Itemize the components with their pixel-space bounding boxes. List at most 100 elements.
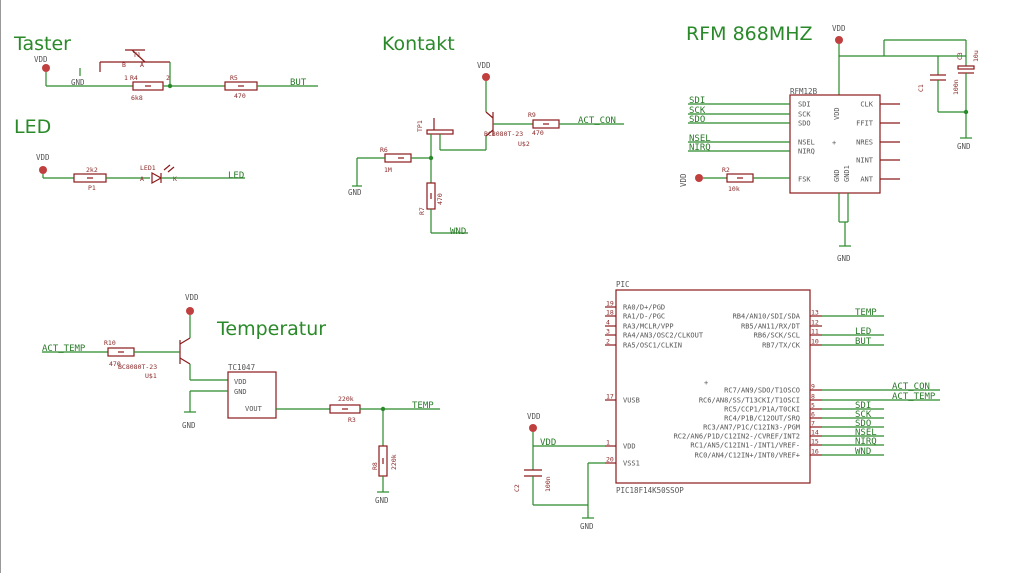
pic-pin-num-16: 16 [811, 448, 819, 456]
svg-text:GND: GND [348, 188, 362, 197]
svg-text:GND: GND [375, 496, 389, 505]
pic-pin-8: RC6/AN8/SS/T13CKI/T1OSCI [699, 397, 800, 405]
net-act-temp: ACT_TEMP [42, 344, 86, 354]
net-act-con: ACT_CON [578, 116, 616, 126]
pic-pin-num-2: 2 [606, 338, 610, 346]
rfm-pin-ant: ANT [860, 176, 873, 184]
pic-pin-num-4: 4 [606, 319, 610, 327]
pic-pin-num-20: 20 [606, 456, 614, 464]
svg-text:GND: GND [837, 254, 851, 263]
t2-name: U$2 [518, 140, 530, 148]
switch-name: T1 [133, 51, 141, 59]
p1-name: P1 [88, 184, 96, 192]
net-vdd-pic: VDD [540, 438, 556, 448]
net-rfm-nsel: NSEL [689, 134, 711, 144]
r4-pin1: 1 [124, 74, 128, 82]
c1-value: 100n [952, 79, 960, 95]
t1-type: BC8080T-23 [118, 363, 157, 371]
pic-pin-5: RC5/CCP1/P1A/T0CKI [724, 406, 800, 414]
taster-section: Taster VDD T1 A B GND R4 6k8 1 2 R5 470 … [13, 33, 318, 102]
c3-value: 10u [972, 50, 980, 62]
switch-pin-b: B [122, 61, 126, 69]
net-pic-act-con: ACT_CON [892, 382, 930, 392]
pic-chip [615, 289, 811, 484]
pic-pin-num-11: 11 [811, 328, 819, 336]
pic-pin-num-5: 5 [811, 402, 815, 410]
pic-pin-num-19: 19 [606, 300, 614, 308]
pic-pin-num-3: 3 [606, 328, 610, 336]
r3-value: 220k [338, 395, 354, 403]
r5-name: R5 [230, 74, 238, 82]
svg-text:VDD: VDD [527, 412, 541, 421]
net-pic-sck: SCK [855, 410, 872, 420]
r4-pin2: 2 [166, 74, 170, 82]
pic-pin-19: RA0/D+/PGD [623, 304, 665, 312]
r4-value: 6k8 [131, 94, 143, 102]
net-pic-nirq: NIRQ [855, 437, 877, 447]
net-pic-temp: TEMP [855, 308, 877, 318]
rfm-pin-fsk: FSK [798, 176, 811, 184]
r9-name: R9 [528, 111, 536, 119]
svg-text:+: + [704, 379, 708, 387]
pic-pin-num-1: 1 [606, 439, 610, 447]
pic-pin-7: RC3/AN7/P1C/C12IN3-/PGM [703, 424, 800, 432]
title-taster: Taster [13, 33, 71, 55]
pic-pin-18: RA1/D-/PGC [623, 313, 665, 321]
t2-type: BC8080T-23 [484, 130, 523, 138]
pic-pin-num-17: 17 [606, 393, 614, 401]
svg-text:GND: GND [957, 142, 971, 151]
rfm-pin-nsel: NSEL [798, 139, 815, 147]
net-pic-nsel: NSEL [855, 428, 877, 438]
rfm-pin-ffit: FFIT [856, 120, 874, 128]
pic-pin-num-14: 14 [811, 429, 819, 437]
rfm-chip [789, 94, 881, 194]
vdd-label: VDD [34, 55, 48, 64]
pic-pin-10: RB7/TX/CK [762, 342, 801, 350]
r6-name: R6 [380, 146, 388, 154]
pic-part: PIC18F14K50SSOP [616, 486, 684, 495]
net-rfm-sdi: SDI [689, 96, 705, 106]
r2-name: R2 [722, 166, 730, 174]
net-rfm-sck: SCK [689, 106, 706, 116]
led-pin-k: K [173, 175, 177, 183]
net-rfm-sdo: SDO [689, 115, 705, 125]
net-pic-led: LED [855, 327, 871, 337]
ic-name: TC1047 [228, 363, 255, 372]
r4-name: R4 [130, 74, 138, 82]
rfm-pin-sdo: SDO [798, 120, 811, 128]
r5-value: 470 [234, 92, 246, 100]
rfm-pin-nirq: NIRQ [798, 148, 815, 156]
led-pin-a: A [140, 175, 144, 183]
temperatur-section: Temperatur VDD BC8080T-23 U$1 ACT_TEMP R… [42, 293, 440, 505]
svg-text:VDD: VDD [832, 24, 846, 33]
pic-pin-6: RC4/P1B/C12OUT/SRQ [724, 415, 800, 423]
rfm-pin-sdi: SDI [798, 101, 811, 109]
pic-label: PIC [616, 280, 630, 289]
title-kontakt: Kontakt [382, 33, 455, 55]
pic-pin-3: RA4/AN3/OSC2/CLKOUT [623, 332, 704, 340]
r9-value: 470 [532, 129, 544, 137]
pic-pin-4: RA3/MCLR/VPP [623, 323, 674, 331]
c2-value: 100n [544, 476, 552, 492]
pic-pin-num-7: 7 [811, 420, 815, 428]
pic-pin-9: RC7/AN9/SDO/T1OSCO [724, 387, 800, 395]
r7-name: R7 [418, 207, 426, 215]
net-pic-wnd: WND [855, 447, 871, 457]
svg-text:GND: GND [833, 169, 841, 182]
svg-text:+: + [832, 139, 836, 147]
gnd-label: GND [71, 78, 85, 87]
led-section: LED VDD 2k2 P1 LED1 A K LED [14, 116, 245, 192]
pic-pin-13: RB4/AN10/SDI/SDA [733, 313, 801, 321]
net-led: LED [228, 171, 244, 181]
svg-text:GND: GND [182, 421, 196, 430]
svg-text:GND1: GND1 [843, 165, 851, 182]
c2-name: C2 [513, 484, 521, 492]
r2-value: 10k [728, 185, 740, 193]
pic-pin-11: RB6/SCK/SCL [754, 332, 800, 340]
pic-pin-15: RC1/AN5/C12IN1-/INT1/VREF- [690, 442, 800, 450]
svg-text:GND: GND [580, 522, 594, 531]
c1-name: C1 [917, 84, 925, 92]
net-temp: TEMP [412, 401, 434, 411]
p1-value: 2k2 [86, 166, 98, 174]
